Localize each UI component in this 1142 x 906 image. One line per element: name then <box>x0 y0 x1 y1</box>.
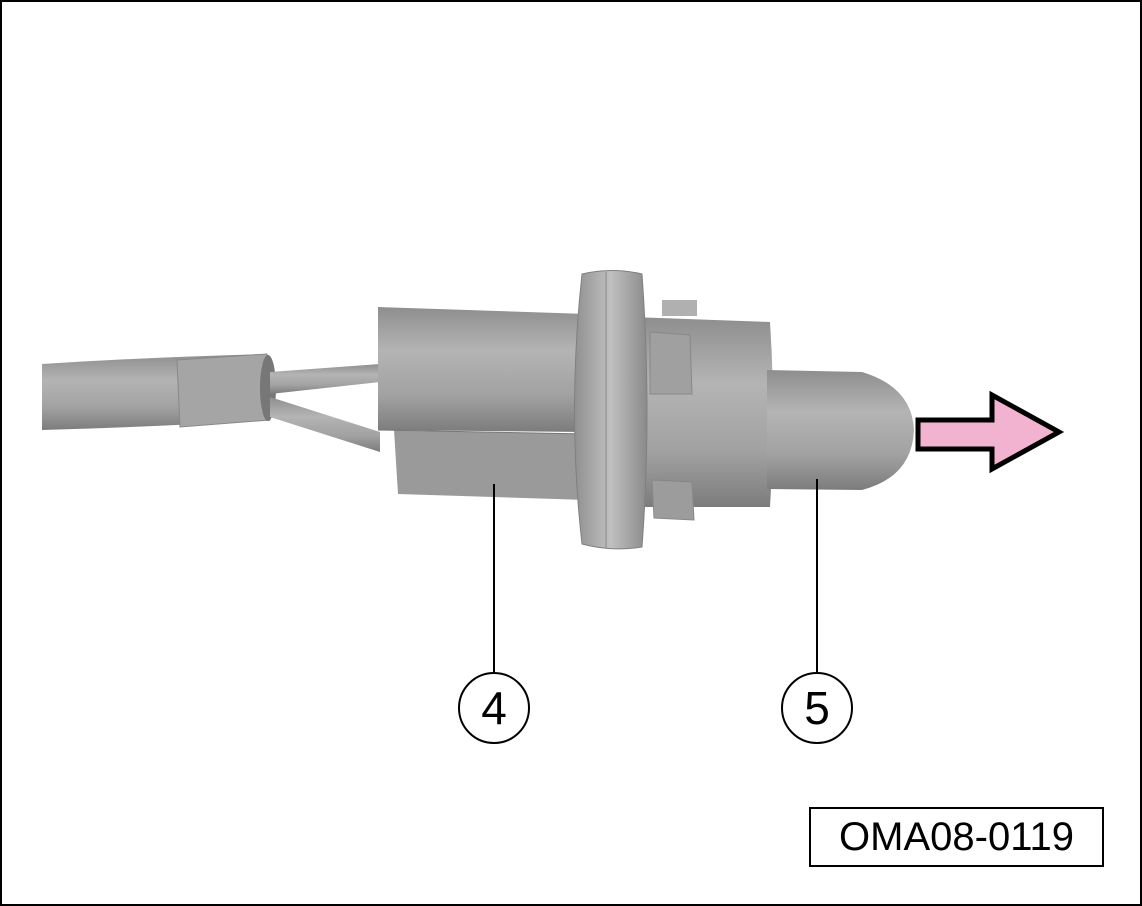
removal-direction-arrow <box>915 390 1065 474</box>
flange <box>574 270 648 550</box>
figure-code-label: OMA08-0119 <box>809 807 1104 867</box>
wires <box>270 364 380 452</box>
connector-body <box>377 307 588 500</box>
callout-5: 5 <box>781 672 853 744</box>
cable <box>42 353 276 430</box>
bulb <box>767 370 914 490</box>
socket-barrel <box>632 300 773 521</box>
callout-4: 4 <box>458 672 530 744</box>
leader-lines <box>493 479 818 672</box>
